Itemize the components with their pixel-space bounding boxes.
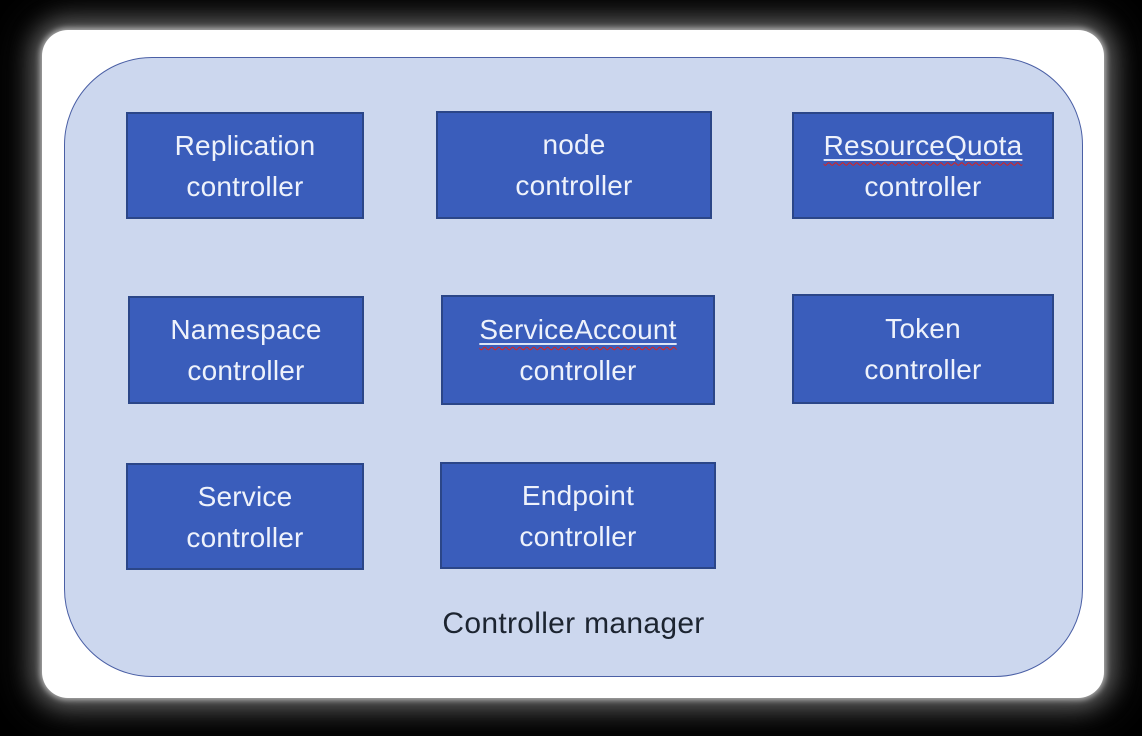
box-label: Service controller xyxy=(186,476,303,558)
box-label: Endpoint controller xyxy=(519,475,636,557)
box-service-controller: Service controller xyxy=(126,463,364,570)
spellcheck-underline: ResourceQuota xyxy=(823,129,1023,161)
box-label: ServiceAccount controller xyxy=(479,309,676,391)
box-label-line2: controller xyxy=(864,170,982,202)
box-label-line2: controller xyxy=(515,170,633,201)
box-node-controller: node controller xyxy=(436,111,712,219)
box-label: node controller xyxy=(515,124,632,206)
box-label-line1: Service xyxy=(197,480,293,512)
slide-card: Replication controller node controller R… xyxy=(42,30,1104,698)
box-label-line2: controller xyxy=(186,521,304,553)
box-label-line1: node xyxy=(542,129,606,160)
box-label: ResourceQuota controller xyxy=(824,125,1023,207)
box-label-line1: Namespace xyxy=(170,314,322,345)
spellcheck-underline: ServiceAccount xyxy=(479,314,677,345)
box-label-line2: controller xyxy=(187,355,305,386)
box-label-line1: ServiceAccount xyxy=(479,309,676,350)
box-label-line1: Replication xyxy=(174,129,316,161)
box-label-line1: Token xyxy=(885,313,961,344)
box-label-line2: controller xyxy=(519,355,637,386)
box-resourcequota-controller: ResourceQuota controller xyxy=(792,112,1054,219)
box-label: Namespace controller xyxy=(170,309,321,391)
box-token-controller: Token controller xyxy=(792,294,1054,404)
controller-manager-group: Replication controller node controller R… xyxy=(64,57,1083,677)
box-label-line2: controller xyxy=(519,520,637,552)
box-namespace-controller: Namespace controller xyxy=(128,296,364,404)
controller-manager-label: Controller manager xyxy=(442,607,705,640)
box-label-line2: controller xyxy=(864,354,982,385)
box-replication-controller: Replication controller xyxy=(126,112,364,219)
box-label-line1: ResourceQuota xyxy=(824,125,1023,166)
box-label-line2: controller xyxy=(186,170,304,202)
box-endpoint-controller: Endpoint controller xyxy=(440,462,716,569)
box-label: Replication controller xyxy=(175,125,316,207)
box-label-line1: Endpoint xyxy=(521,479,635,511)
box-serviceaccount-controller: ServiceAccount controller xyxy=(441,295,715,405)
box-label: Token controller xyxy=(864,308,981,390)
